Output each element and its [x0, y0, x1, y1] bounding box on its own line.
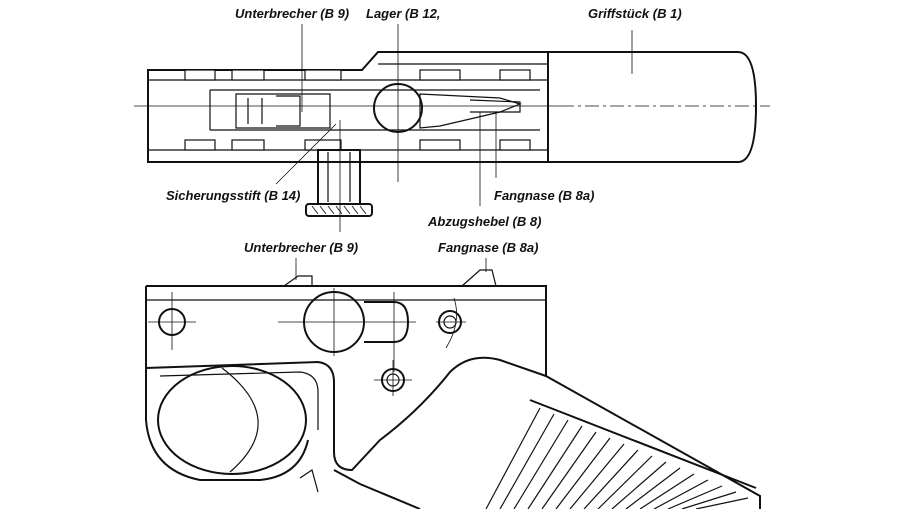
interrupter-block — [235, 93, 331, 129]
leader-sicherungsstift — [275, 123, 337, 185]
label-lager: Lager (B 12, — [366, 6, 440, 21]
top-notches — [184, 69, 531, 81]
label-fangnase-top: Fangnase (B 8a) — [494, 188, 594, 203]
label-unterbrecher-top: Unterbrecher (B 9) — [235, 6, 349, 21]
grip-serrations — [485, 407, 749, 509]
guard-inner — [159, 371, 319, 430]
label-unterbrecher-bottom: Unterbrecher (B 9) — [244, 240, 358, 255]
trigger-opening — [157, 365, 307, 475]
top-section-view: Unterbrecher (B 9) Lager (B 12, Griffstü… — [134, 6, 770, 232]
label-fangnase-bottom: Fangnase (B 8a) — [438, 240, 538, 255]
housing-outline — [147, 51, 549, 163]
catch-lug — [469, 99, 521, 113]
frame-outline — [145, 285, 761, 509]
grip-front — [529, 399, 757, 489]
grip-cylinder — [548, 51, 758, 163]
interrupter-tab — [283, 275, 313, 287]
safety-pin — [305, 120, 373, 232]
bottom-notches — [184, 139, 531, 151]
guard-pin — [299, 469, 319, 493]
trigger-guard — [145, 356, 547, 472]
catch-tab — [461, 269, 497, 287]
label-griffstueck: Griffstück (B 1) — [588, 6, 682, 21]
trigger-blade — [221, 367, 259, 473]
inner-chamber — [209, 89, 540, 131]
grip-back — [333, 469, 421, 509]
trigger-wedge — [419, 93, 522, 129]
label-abzugshebel: Abzugshebel (B 8) — [427, 214, 541, 229]
label-sicherungsstift: Sicherungsstift (B 14) — [166, 188, 300, 203]
bottom-side-view: Unterbrecher (B 9) Fangnase (B 8a) — [145, 240, 761, 509]
